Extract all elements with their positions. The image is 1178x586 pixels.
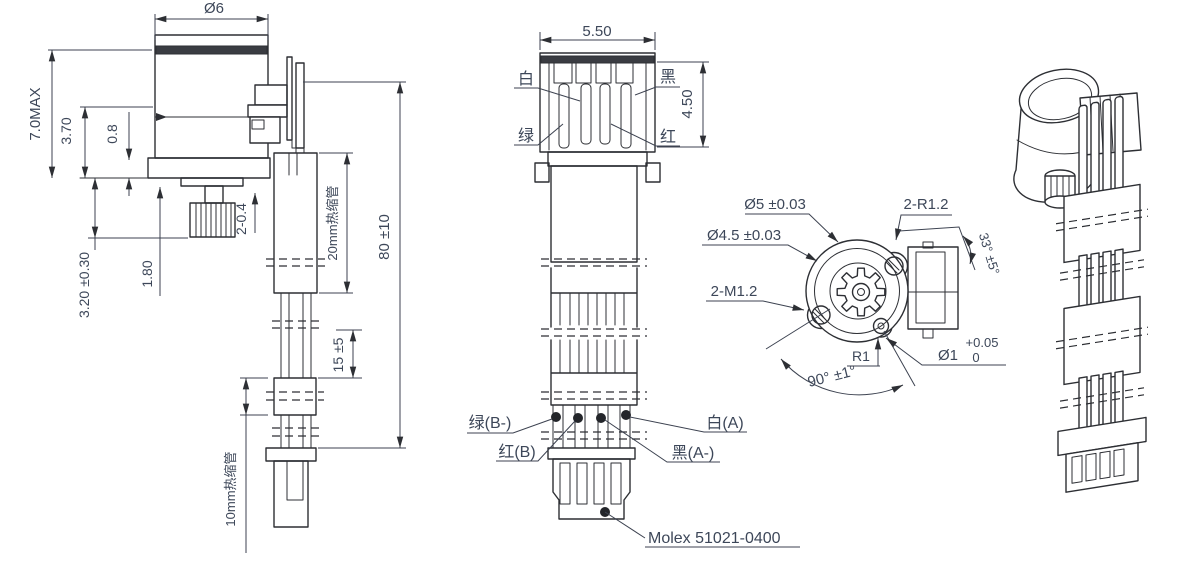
motor-cap-band xyxy=(155,45,268,55)
front-break-3 xyxy=(541,391,647,400)
connector-front xyxy=(547,447,636,520)
shrink-tube-10mm xyxy=(273,377,317,416)
label-lead-black: 黑(A-) xyxy=(672,445,715,462)
side-tab-left xyxy=(534,162,550,183)
break-lines-4 xyxy=(272,427,321,437)
label-wire-green: 绿 xyxy=(518,127,534,145)
iso-break-2 xyxy=(1060,259,1144,281)
iso-cap-inner xyxy=(1027,77,1093,121)
wire-dot-black xyxy=(596,413,606,423)
head-wire-slots xyxy=(553,62,634,149)
dim-180: 1.80 xyxy=(139,260,155,287)
front-view: 5.50 4.50 白 黑 绿 红 绿(B-) 红(B) 白(A) 黑(A-) … xyxy=(467,23,800,548)
label-lead-red: 红(B) xyxy=(498,443,535,461)
mount-plate-edge xyxy=(286,56,305,176)
front-break-2 xyxy=(541,328,647,337)
iso-wire-chain xyxy=(1056,95,1148,493)
terminal-block xyxy=(247,84,288,144)
head-neck xyxy=(547,151,648,167)
front-wire-stubs xyxy=(552,404,631,449)
dim-tol-zero: 0 xyxy=(972,350,979,365)
iso-break-4 xyxy=(1060,387,1144,409)
wire-dot-green xyxy=(551,412,561,422)
dim-550: 5.50 xyxy=(582,23,611,40)
dim-70max: 7.0MAX xyxy=(27,87,44,140)
head-cap-band xyxy=(540,55,655,64)
dim-dia5: Ø5 ±0.03 xyxy=(744,196,806,213)
pinion-gear-top xyxy=(836,267,886,317)
label-wire-black: 黑 xyxy=(660,69,676,86)
front-view-dimensions: 5.50 4.50 白 黑 绿 红 绿(B-) 红(B) 白(A) 黑(A-) … xyxy=(467,23,800,548)
front-wires-b xyxy=(559,339,625,374)
iso-break-1 xyxy=(1056,208,1148,232)
body-ring-1 xyxy=(814,248,900,334)
break-lines-3 xyxy=(266,391,324,401)
dim-dia45: Ø4.5 ±0.03 xyxy=(707,227,781,244)
shrink-tube-20mm xyxy=(273,152,318,294)
break-lines-1 xyxy=(266,258,325,267)
wire-dot-white xyxy=(621,410,631,420)
dim-dia6: Ø6 xyxy=(204,0,224,17)
iso-break-3 xyxy=(1056,326,1148,350)
lead-wires-lower xyxy=(280,414,312,449)
dim-shrink10: 10mm热缩管 xyxy=(223,451,238,526)
label-lead-white: 白(A) xyxy=(706,414,743,432)
dim-r1: R1 xyxy=(852,348,870,364)
dim-320: 3.20 ±0.30 xyxy=(76,252,92,318)
side-view: Ø6 7.0MAX 3.70 0.8 3.20 ±0.30 1.80 2-0.4… xyxy=(27,0,406,553)
dim-15: 15 ±5 xyxy=(330,337,346,372)
label-lead-green: 绿(B-) xyxy=(469,414,512,432)
front-break-1 xyxy=(541,258,647,267)
side-view-dimensions: Ø6 7.0MAX 3.70 0.8 3.20 ±0.30 1.80 2-0.4… xyxy=(27,0,406,553)
front-tube-walls-a xyxy=(550,267,638,328)
dim-shrink20: 20mm热缩管 xyxy=(325,185,340,260)
hub xyxy=(204,185,224,204)
wire-dot-red xyxy=(573,413,583,423)
pinion-gear-side xyxy=(189,202,236,238)
screw-top-right xyxy=(884,256,904,276)
break-lines-2 xyxy=(272,320,321,329)
iso-connector xyxy=(1057,416,1147,493)
dim-204: 2-0.4 xyxy=(233,203,249,235)
dim-angle90: 90° ±1° xyxy=(806,362,858,390)
seam-arrow xyxy=(156,113,167,121)
lead-wires-upper xyxy=(280,292,312,379)
pin-hole xyxy=(872,317,890,335)
front-tube-walls-b xyxy=(550,339,638,406)
dim-dia1: Ø1 xyxy=(938,347,958,364)
molex-dot xyxy=(600,507,610,517)
label-wire-red: 红 xyxy=(660,128,676,146)
iso-shrink-block-b xyxy=(1063,295,1141,386)
motor-base xyxy=(147,157,271,179)
dim-370: 3.70 xyxy=(58,117,74,144)
front-wires-a xyxy=(559,292,625,326)
front-shrink-20mm xyxy=(550,165,638,263)
connector-side xyxy=(265,447,317,528)
label-molex: Molex 51021-0400 xyxy=(648,530,781,547)
dim-angle33: 33° ±5° xyxy=(976,231,1003,276)
dim-08: 0.8 xyxy=(104,124,120,144)
top-connector-block xyxy=(907,241,959,339)
dim-2r12: 2-R1.2 xyxy=(903,196,948,213)
dim-80: 80 ±10 xyxy=(376,214,393,260)
hub-plate xyxy=(180,177,244,187)
iso-tubes-2 xyxy=(1078,248,1124,311)
iso-tubes-1 xyxy=(1078,95,1124,199)
top-view: Ø5 ±0.03 Ø4.5 ±0.03 2-R1.2 2-M1.2 33° ±5… xyxy=(702,196,1006,396)
label-wire-white: 白 xyxy=(518,70,534,88)
dim-450: 4.50 xyxy=(679,89,696,118)
body-ring-2 xyxy=(829,262,887,320)
dim-tol-plus: +0.05 xyxy=(966,335,999,350)
iso-view xyxy=(1013,68,1148,493)
dim-2m12: 2-M1.2 xyxy=(711,283,758,300)
body-outer-circle xyxy=(805,239,909,343)
side-tab-right xyxy=(645,162,661,183)
